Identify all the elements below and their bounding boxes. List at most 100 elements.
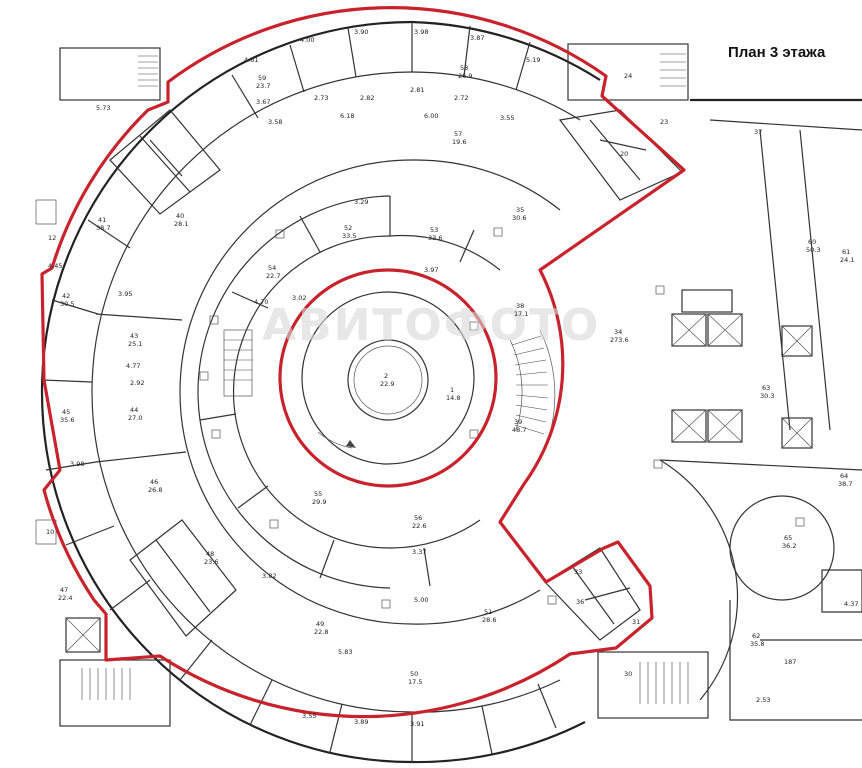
dim-label: 3.89 <box>354 718 368 726</box>
direction-arrow <box>317 431 356 449</box>
dim-label: 3.98 <box>70 460 84 468</box>
misc-label: 20 <box>620 150 628 158</box>
page-title: План 3 этажа <box>728 44 826 61</box>
room-label: 52 <box>344 224 352 232</box>
room-area: 28.6 <box>482 616 496 624</box>
room-label: 58 <box>460 64 468 72</box>
columns <box>199 227 805 609</box>
dim-label: 3.97 <box>424 266 438 274</box>
stair-block-top-left <box>59 47 161 101</box>
dim-label: 2.73 <box>314 94 328 102</box>
elevators <box>65 289 813 653</box>
room-label: 43 <box>130 332 138 340</box>
room-area: 33.5 <box>342 232 356 240</box>
dim-label: 4.70 <box>254 298 268 306</box>
room-area: 50.3 <box>806 246 820 254</box>
room-label: 54 <box>268 264 276 272</box>
room-label: 51 <box>484 608 492 616</box>
inner-staircase-left <box>223 329 253 397</box>
dim-label: 3.90 <box>354 28 368 36</box>
dim-label: 5.83 <box>338 648 352 656</box>
room-label: 49 <box>316 620 324 628</box>
stair-block-bottom-right <box>597 651 709 719</box>
room-label: 39 <box>514 418 522 426</box>
service-rooms-bottom-right <box>544 547 641 641</box>
room-area: 22.4 <box>58 594 72 602</box>
room-area: 23.7 <box>256 82 270 90</box>
room-area: 26.8 <box>148 486 162 494</box>
misc-labels: 37 33 30 24 23 20 31 36 12 10 <box>46 72 762 678</box>
room-label: 47 <box>60 586 68 594</box>
room-label: 44 <box>130 406 138 414</box>
misc-label: 23 <box>660 118 668 126</box>
dim-label: 5.00 <box>414 596 428 604</box>
misc-label: 33 <box>574 568 582 576</box>
room-label: 55 <box>314 490 322 498</box>
room-label: 40 <box>176 212 184 220</box>
room-area: 38.7 <box>838 480 852 488</box>
dim-label: 4.00 <box>300 36 314 44</box>
dim-label: 6.00 <box>424 112 438 120</box>
stair-block-top-right <box>567 43 689 101</box>
room-label: 57 <box>454 130 462 138</box>
room-area: 17.5 <box>408 678 422 686</box>
room-area: 30.3 <box>760 392 774 400</box>
room-area: 22.7 <box>266 272 280 280</box>
room-area: 35.6 <box>60 416 74 424</box>
atrium-staircase <box>509 329 556 441</box>
room-label: 50 <box>410 670 418 678</box>
room-label: 60 <box>808 238 816 246</box>
room-area: 33.6 <box>428 234 442 242</box>
room-area: 30.6 <box>512 214 526 222</box>
room-area: 27.0 <box>128 414 142 422</box>
dim-label: 2.81 <box>410 86 424 94</box>
dim-label: 3.95 <box>118 290 132 298</box>
room-area: 14.8 <box>446 394 460 402</box>
room-label: 65 <box>784 534 792 542</box>
dim-label: 3.91 <box>410 720 424 728</box>
room-label: 61 <box>842 248 850 256</box>
room-area: 22.9 <box>380 380 394 388</box>
dim-label: 2.92 <box>130 379 144 387</box>
misc-label: 12 <box>48 234 56 242</box>
room-area: 22.8 <box>314 628 328 636</box>
room-label: 34 <box>614 328 622 336</box>
dim-label: 3.67 <box>256 98 270 106</box>
dim-label: 3.29 <box>354 198 368 206</box>
room-label: 62 <box>752 632 760 640</box>
room-label: 41 <box>98 216 106 224</box>
room-area: 35.8 <box>750 640 764 648</box>
dim-label: 4.77 <box>126 362 140 370</box>
room-label: 42 <box>62 292 70 300</box>
dim-label: 3.37 <box>412 548 426 556</box>
room-area: 23.6 <box>204 558 218 566</box>
dim-label: 3.55 <box>302 712 316 720</box>
misc-label: 24 <box>624 72 632 80</box>
room-label: 59 <box>258 74 266 82</box>
dim-label: 5.73 <box>96 104 110 112</box>
dim-label: 4.37 <box>844 600 858 608</box>
room-label: 56 <box>414 514 422 522</box>
misc-label: 30 <box>624 670 632 678</box>
dim-label: 187 <box>784 658 796 666</box>
room-area: 29.9 <box>312 498 326 506</box>
room-area: 273.6 <box>610 336 629 344</box>
room-label: 35 <box>516 206 524 214</box>
room-area: 17.1 <box>514 310 528 318</box>
room-label: 63 <box>762 384 770 392</box>
highlighted-zone <box>40 6 686 719</box>
dim-label: 3.55 <box>500 114 514 122</box>
room-labels: 1 14.8 2 22.9 34 273.6 35 30.6 38 17.1 3… <box>58 64 854 686</box>
room-area: 26.9 <box>458 72 472 80</box>
watermark: АВИТОФОТО <box>262 300 600 351</box>
room-label: 45 <box>62 408 70 416</box>
room-label: 38 <box>516 302 524 310</box>
room-area: 24.1 <box>840 256 854 264</box>
right-wing <box>659 98 862 721</box>
dim-label: 3.58 <box>268 118 282 126</box>
dim-label: 3.87 <box>470 34 484 42</box>
room-area: 36.2 <box>782 542 796 550</box>
dim-label: 5.19 <box>526 56 540 64</box>
dim-label: 6.18 <box>340 112 354 120</box>
